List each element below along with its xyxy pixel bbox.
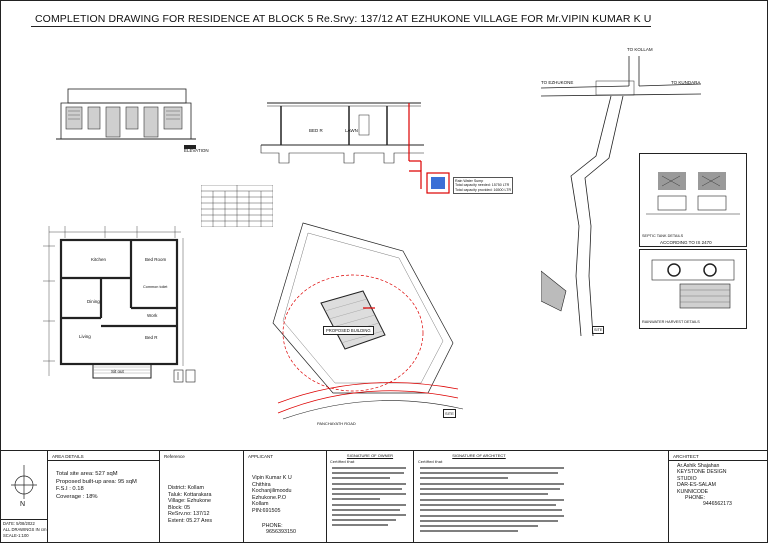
fsi-value: F.S.I : 0.18 [56,486,84,493]
architect-firm: KEYSTONE DESIGN [677,469,727,476]
septic-title: SEPTIC TANK DETAILS [642,234,684,238]
door-window-schedule [201,185,273,227]
title-underline [31,26,651,27]
coverage-value: Coverage : 18% [56,493,98,500]
applicant-phone: 9656393150 [266,529,296,536]
north-date-cell: N DATE: 5/08/2022 ALL DRAWINGS IN cm SCA… [1,451,48,542]
applicant-house: Chithira [252,481,271,488]
location-site-label: SITE [592,326,605,334]
reference-cell: Reference District: Kollam Taluk: Kottar… [160,451,244,542]
architect-header: ARCHITECT [669,451,767,461]
architect-notes-cell: SIGNATURE OF ARCHITECT Certified that [414,451,669,542]
title-block: N DATE: 5/08/2022 ALL DRAWINGS IN cm SCA… [1,450,767,542]
applicant-district: Kollam [252,501,269,508]
room-sit-out: Sit out [111,369,124,374]
rainwater-harvest-detail: RAINWATER HARVEST DETAILS [639,249,747,329]
applicant-name: Vipin Kumar K U [252,475,292,481]
room-common-toilet: Common toilet [143,285,168,289]
applicant-cell: APPLICANT Vipin Kumar K U Chithira Kocha… [244,451,327,542]
owner-certified-heading: Certified that [330,460,355,464]
applicant-pin: PIN:691505 [252,507,281,514]
reference-header: Reference [164,454,185,459]
room-kitchen: Kitchen [91,257,107,262]
room-living: Living [79,334,91,339]
owner-certification: Certified that [327,458,413,534]
architect-phone: 9446562173 [703,501,732,508]
total-site-area: Total site area: 527 sqM [56,471,118,477]
rainwater-title: RAINWATER HARVEST DETAILS [642,320,700,324]
to-kollam-label: TO KOLLAM [627,47,653,52]
location-plan-drawing [541,56,702,337]
architect-studio: STUDIO [677,475,697,482]
scale-text: SCALE-1:100 [3,533,29,538]
reference-village: Village: Ezhukone [168,498,212,505]
section-lawn-label: LAWN [345,128,358,133]
room-bed-2: Bed R [145,335,158,340]
reference-resurvey: ReSrv.no: 137/12 [168,511,210,518]
architect-notes-text-lines [420,466,564,532]
room-dining: Dining [87,299,100,304]
rwh-capacity-provided: Total capacity provided: 16500 LTR [455,187,512,192]
proposed-building-label: PROPOSED BUILDING [323,326,374,335]
rainwater-sump-drawing [409,170,450,194]
area-details-cell: AREA DETAILS Total site area: 527 sqM Pr… [48,451,160,542]
rwh-capacity-needed: Total capacity needed: 15750 LTR [455,183,510,188]
elevation-drawing [56,88,196,149]
panchayath-road-label: PANCHAYATH ROAD [317,421,356,426]
reference-extent: Extent: 05.27 Ares [168,517,213,524]
elevation-label: ELEVATION [184,148,209,153]
rainwater-sketch [651,259,735,309]
section-room-label: BED R [309,128,323,133]
architect-phone-label: PHONE: [685,495,705,502]
north-label: N [20,501,26,508]
north-arrow-icon [11,465,37,499]
floor-plan-drawing [43,226,184,379]
septic-tank-sketch [646,172,740,215]
room-work: Work [147,313,158,318]
to-kundara-label: TO KUNDARA [671,80,701,85]
reference-block: Block: 05 [168,504,191,511]
rwh-info-box: Rain Water Sump Total capacity needed: 1… [453,177,514,195]
owner-signature-label: SIGNATURE OF OWNER [346,453,394,458]
septic-tank-detail: SEPTIC TANK DETAILS ACCORDING TO IS 2470 [639,153,747,247]
units-text: ALL DRAWINGS IN cm [3,527,47,532]
architect-signature-label: SIGNATURE OF ARCHITECT [452,453,506,458]
architect-certified-heading: Certified that [418,460,443,464]
drawing-title: COMPLETION DRAWING FOR RESIDENCE AT BLOC… [35,13,652,25]
to-ezhukone-label: TO EZHUKONE [541,80,574,85]
according-to-label: ACCORDING TO IS 2470 [660,240,712,245]
applicant-po: Ezhukone.P.O [252,494,287,501]
owner-notes-cell: SIGNATURE OF OWNER Certified that [327,451,414,542]
area-details-header: AREA DETAILS [48,451,159,461]
section-drawing [260,102,424,171]
architect-cell: ARCHITECT Ar.Ashik Shajahan KEYSTONE DES… [669,451,767,542]
architect-address: DAR-ES-SALAM [677,482,716,489]
reference-taluk: Taluk: Kottarakara [168,491,212,498]
applicant-locality: Kochanjilimoodu [252,488,292,495]
site-plan-site-label: SITE [443,409,456,418]
applicant-phone-label: PHONE: [262,522,283,529]
small-north-arrow-icon [173,369,196,383]
applicant-header: APPLICANT [248,454,274,459]
owner-notes-text-lines [332,466,406,526]
reference-district: District: Kollam [168,485,204,491]
architect-name: Ar.Ashik Shajahan [677,463,720,469]
site-plan-drawing [272,222,464,420]
date-text: DATE: 5/08/2022 [3,521,35,526]
architect-locality: KUNNICODE [677,488,709,495]
rwh-tank-label: Rain Water Sump [455,179,484,183]
room-bed-1: Bed Room [145,257,167,262]
builtup-area: Proposed built-up area: 95 sqM [56,478,137,485]
